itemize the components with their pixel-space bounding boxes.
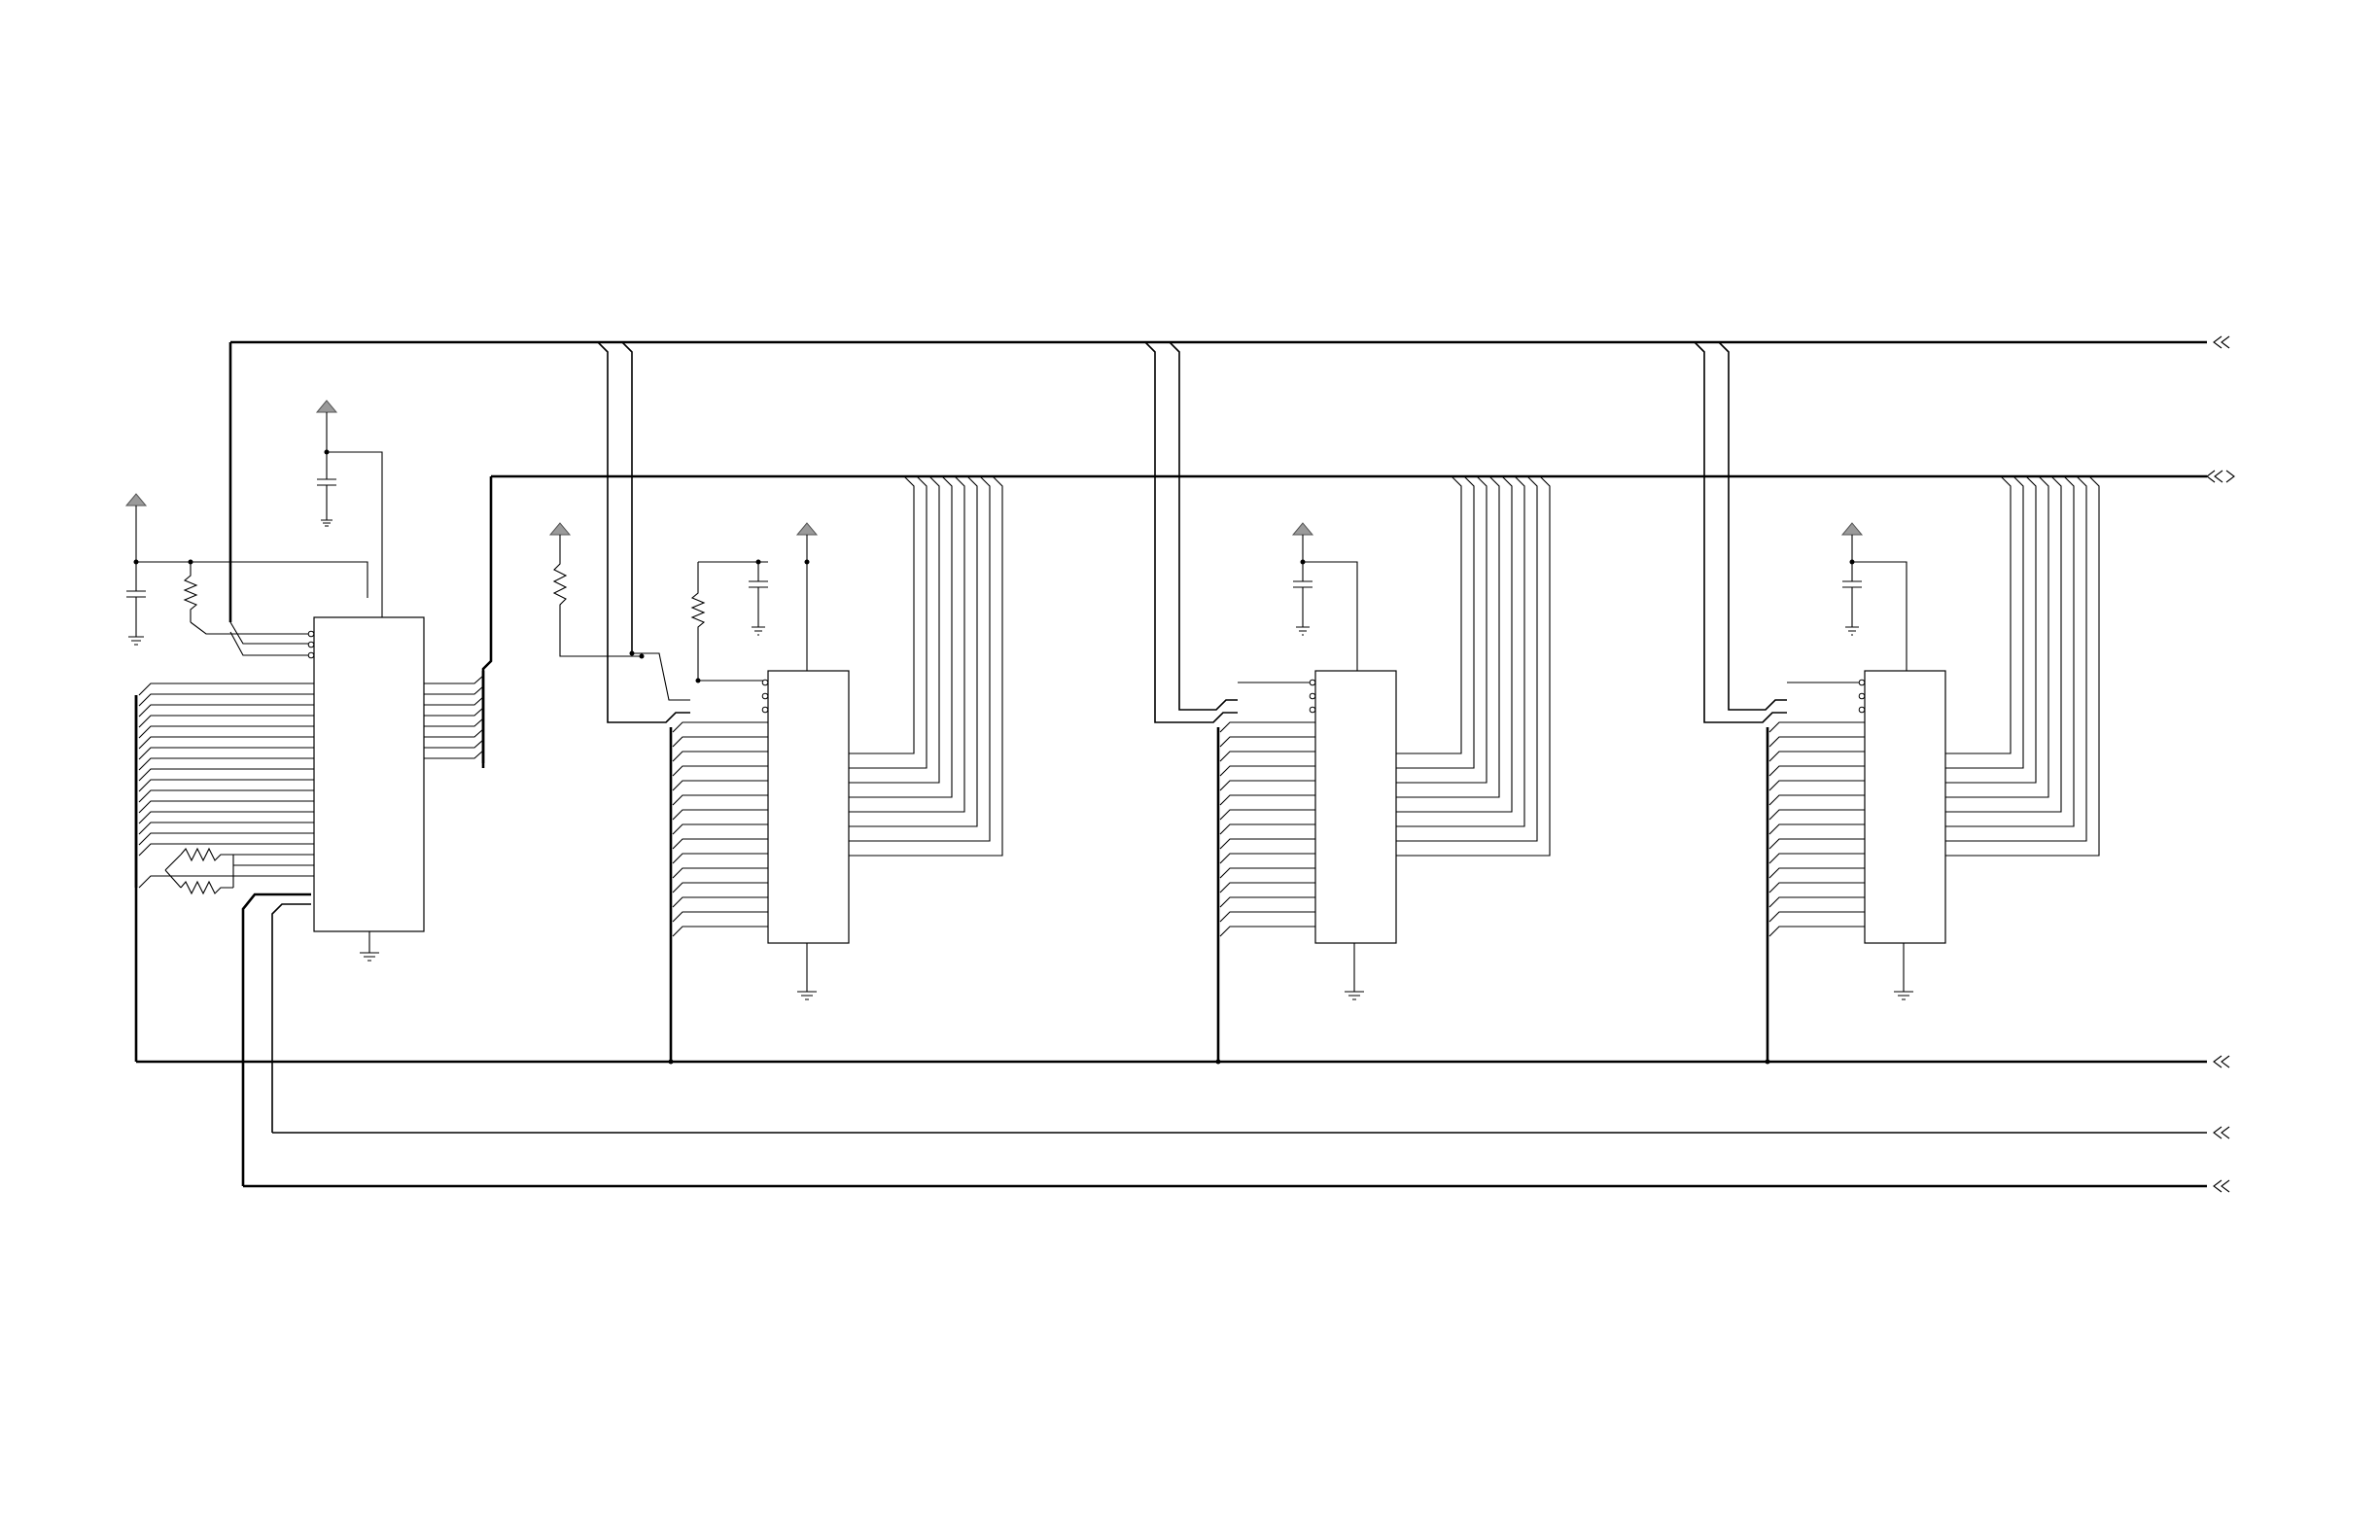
resistor-icon (185, 562, 196, 622)
bus-ground-connector-icon (2214, 1056, 2229, 1068)
slave-2-section (1145, 342, 1550, 1065)
ground-icon (128, 637, 144, 645)
power-arrow-icon (797, 523, 817, 535)
bus-line-b-connector-icon (2214, 1180, 2229, 1192)
ground-icon (360, 953, 379, 961)
power-arrow-icon (550, 523, 570, 535)
slave-1-ic-group (598, 342, 1002, 1065)
resistor-icon (181, 849, 233, 860)
slave-1-section (550, 342, 1002, 1065)
power-arrow-icon (1842, 523, 1862, 535)
bus-top-connector-icon (2214, 336, 2229, 348)
power-arrow-icon (1293, 523, 1312, 535)
capacitor-icon (1293, 581, 1312, 587)
bus-data-connector-icon (2207, 471, 2234, 482)
capacitor-icon (1842, 581, 1862, 587)
capacitor-icon (126, 591, 146, 597)
resistor-icon (181, 882, 233, 893)
master-ic (314, 617, 424, 931)
slave-3-section (1695, 342, 2099, 1065)
slave-3-ic-group (1695, 342, 2099, 1065)
capacitor-icon (317, 479, 336, 485)
power-arrow-icon (317, 401, 336, 412)
slave-2-ic-group (1145, 342, 1550, 1065)
ground-icon (321, 520, 332, 526)
ground-icon (1296, 627, 1310, 635)
ground-icon (1845, 627, 1859, 635)
power-arrow-icon (126, 494, 146, 506)
master-section (126, 401, 483, 961)
bus-line-a-connector-icon (2214, 1127, 2229, 1138)
bus-top (230, 336, 2229, 622)
